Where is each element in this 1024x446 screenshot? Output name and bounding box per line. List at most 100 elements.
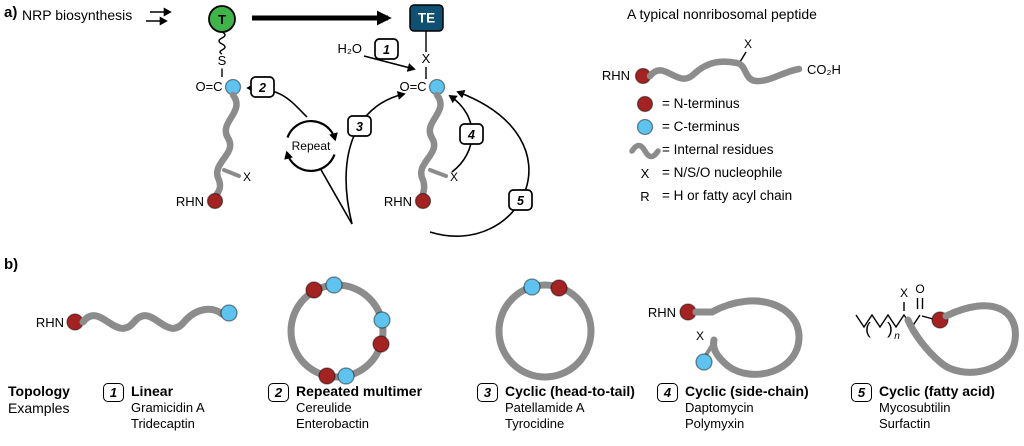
legend-item-x-nucleophile: = N/S/O nucleophile xyxy=(662,165,783,180)
x-nucleophile-right: X xyxy=(450,170,458,184)
carbonyl-right: O=C xyxy=(399,79,426,94)
entry-4-badge: 4 xyxy=(657,383,678,402)
x-nucleophile-left: X xyxy=(243,170,251,184)
peptide-chain xyxy=(213,91,240,198)
legend-item-c-terminus: = C-terminus xyxy=(662,119,740,134)
peptide-chain xyxy=(418,91,444,198)
entry-1-name: Linear xyxy=(131,383,174,399)
fatty-n-subscript: n xyxy=(894,331,900,342)
rhn-left: RHN xyxy=(176,194,204,209)
legend-item-internal-residues: = Internal residues xyxy=(662,142,774,157)
panel-b-label: b) xyxy=(4,256,19,273)
fatty-ring xyxy=(904,302,1019,376)
linear-chain xyxy=(79,305,226,332)
column-headers: Topology Examples xyxy=(8,383,70,416)
entry-1-badge: 1 xyxy=(103,383,124,402)
entry-3-example: Tyrocidine xyxy=(505,415,565,431)
step-1-badge xyxy=(374,38,399,60)
t-domain-label: T xyxy=(218,12,226,27)
legend-x-symbol: X xyxy=(641,166,650,181)
sidechain-x-bond xyxy=(704,342,715,357)
x-branch xyxy=(222,168,241,178)
step-3-number: 3 xyxy=(356,120,363,134)
topology-entry-linear: 1 Linear Gramicidin A Tridecaptin xyxy=(103,383,205,431)
water-label: H₂O xyxy=(337,41,362,56)
legend-internal-residues-icon xyxy=(629,142,661,160)
step-5-number: 5 xyxy=(517,194,525,208)
linear-rhn: RHN xyxy=(36,315,64,330)
step-5-badge xyxy=(508,189,533,211)
step-4-number: 4 xyxy=(467,128,475,142)
legend-item-n-terminus: = N-terminus xyxy=(662,96,740,111)
entry-2-name: Repeated multimer xyxy=(296,383,423,399)
topology-entry-head-to-tail: 3 Cyclic (head-to-tail) Patellamide A Ty… xyxy=(477,383,635,431)
entry-1-example: Tridecaptin xyxy=(131,415,195,431)
carbonyl-left: O=C xyxy=(195,79,222,94)
entry-5-badge: 5 xyxy=(851,383,872,402)
thioester-sulfur: S xyxy=(218,53,227,68)
n-terminus-node xyxy=(318,367,336,385)
entry-5-example: Surfactin xyxy=(879,415,931,431)
typical-x: X xyxy=(744,37,752,51)
step-1-arrow xyxy=(363,55,416,72)
entry-2-example: Enterobactin xyxy=(296,415,369,431)
panel-a-title: NRP biosynthesis xyxy=(22,7,133,23)
n-terminus-node xyxy=(550,279,568,297)
entry-4-example: Daptomycin xyxy=(685,400,754,415)
x-te: X xyxy=(422,51,431,66)
entry-5-example: Mycosubtilin xyxy=(879,400,951,415)
typical-peptide-title: A typical nonribosomal peptide xyxy=(627,6,817,22)
fatty-paren-open: ( xyxy=(865,319,871,338)
sidechain-x: X xyxy=(696,329,704,343)
examples-header: Examples xyxy=(8,400,70,416)
step-2-number: 2 xyxy=(258,81,266,95)
repeat-label: Repeat xyxy=(292,139,331,153)
step-5-arrow xyxy=(429,90,530,237)
step-4-badge xyxy=(459,123,484,145)
typical-chain xyxy=(646,58,803,85)
entry-1-example: Gramicidin A xyxy=(131,400,205,415)
entry-4-name: Cyclic (side-chain) xyxy=(685,383,809,399)
repeat-arc-top xyxy=(286,120,338,142)
fatty-x: X xyxy=(900,286,908,300)
entry-2-example: Cereulide xyxy=(296,400,352,415)
step-3-badge xyxy=(347,115,372,137)
n-terminus-node xyxy=(206,192,224,210)
c-terminus-node xyxy=(337,367,355,385)
rhn-right: RHN xyxy=(384,194,412,209)
fatty-paren-close: ) xyxy=(887,319,893,338)
step-3-arrow xyxy=(345,91,406,225)
entry-2-badge: 2 xyxy=(268,383,289,402)
multimer-ring xyxy=(287,281,387,381)
sidechain-ring xyxy=(708,297,803,378)
n-terminus-node xyxy=(372,335,390,353)
fatty-amide-bond xyxy=(921,315,934,320)
legend-n-terminus-icon xyxy=(636,95,654,113)
entry-3-name: Cyclic (head-to-tail) xyxy=(505,383,635,399)
topology-header: Topology xyxy=(8,383,70,399)
topology-entry-side-chain: 4 Cyclic (side-chain) Daptomycin Polymyx… xyxy=(657,383,809,431)
step-1-number: 1 xyxy=(383,43,390,57)
typical-co2h: CO₂H xyxy=(807,62,841,77)
fatty-o: O xyxy=(915,282,924,296)
c-terminus-node xyxy=(523,278,541,296)
n-terminus-node xyxy=(305,281,323,299)
entry-3-example: Patellamide A xyxy=(505,400,585,415)
c-terminus-node xyxy=(695,353,713,371)
entry-5-name: Cyclic (fatty acid) xyxy=(879,383,995,399)
legend-c-terminus-icon xyxy=(636,118,654,136)
c-terminus-node xyxy=(220,304,238,322)
typical-x-bond xyxy=(739,51,747,63)
repeat-connector xyxy=(319,167,353,225)
panel-a-label: a) xyxy=(4,4,18,21)
te-domain-label: TE xyxy=(418,11,435,26)
topology-entry-fatty-acid: 5 Cyclic (fatty acid) Mycosubtilin Surfa… xyxy=(851,383,995,431)
x-branch xyxy=(428,168,448,178)
n-terminus-node xyxy=(414,192,432,210)
entry-3-badge: 3 xyxy=(477,383,498,402)
legend-r-symbol: R xyxy=(640,189,649,204)
entry-4-example: Polymyxin xyxy=(685,415,745,431)
ppant-squiggle xyxy=(218,31,226,55)
